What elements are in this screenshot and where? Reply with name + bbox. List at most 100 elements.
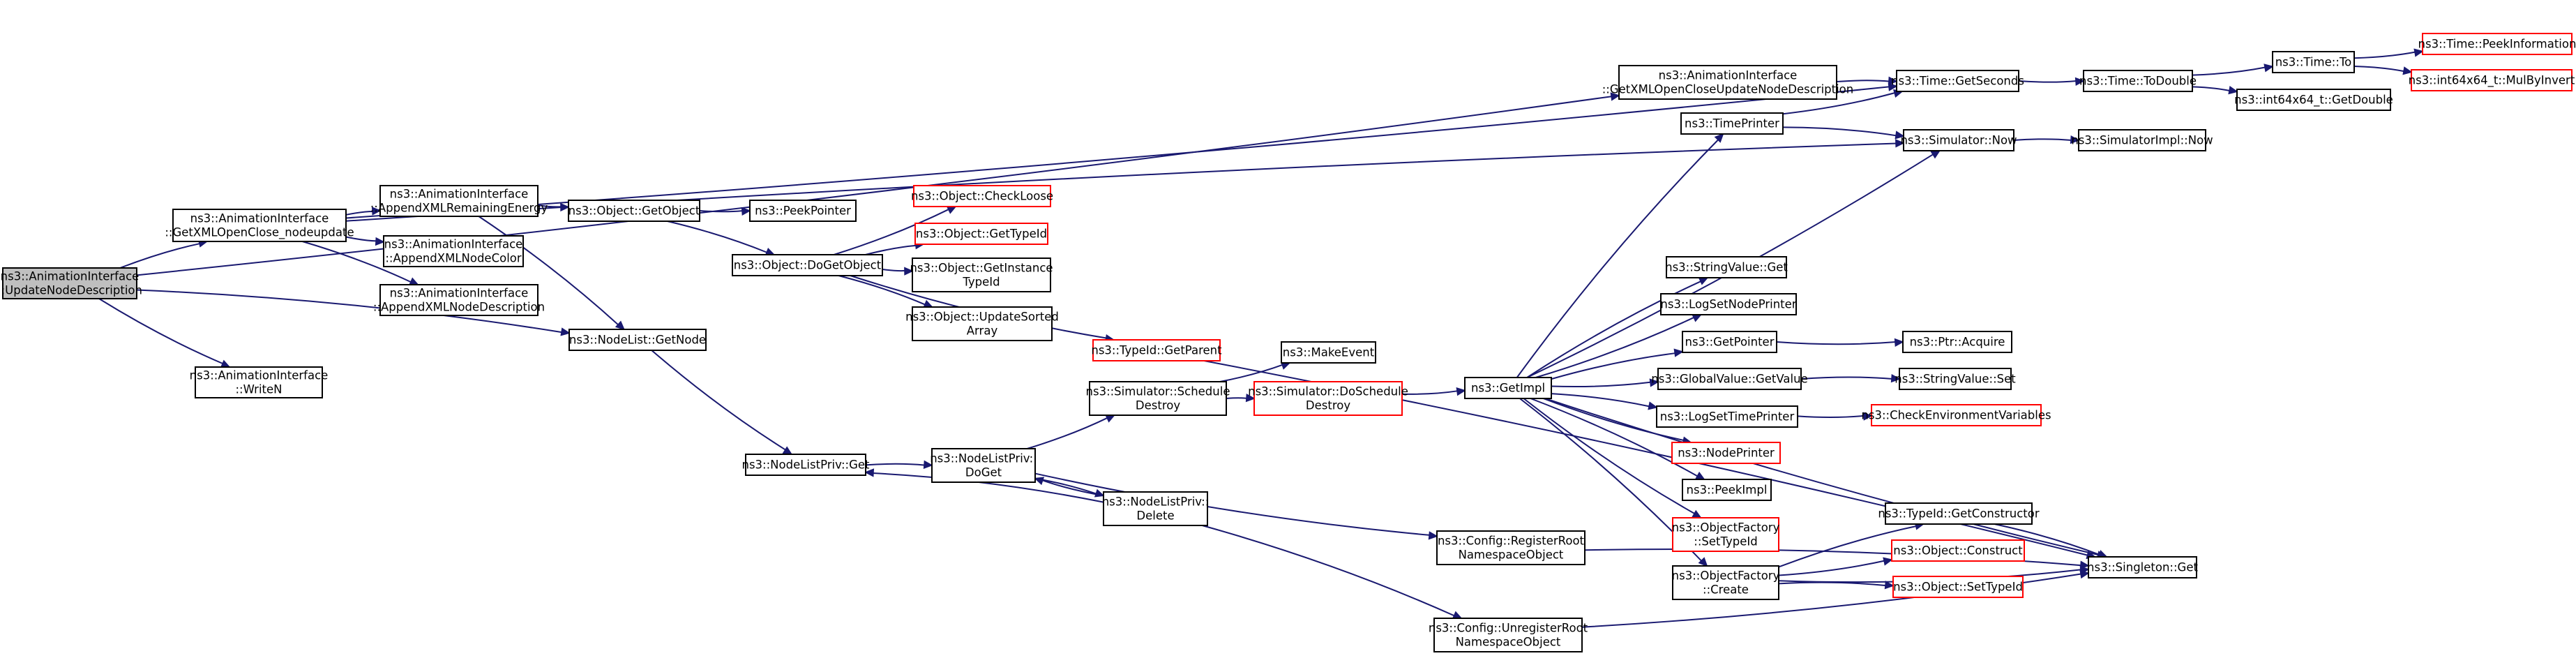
node-nodelistget[interactable]: ns3::NodeList::GetNode [568, 329, 707, 351]
node-label-appcolor-0: ns3::AnimationInterface [384, 238, 523, 251]
arrowhead-timeprinter-to-simnow [1895, 130, 1905, 140]
node-globalget[interactable]: ns3::GlobalValue::GetValue [1651, 368, 1808, 390]
node-int64getdouble[interactable]: ns3::int64x64_t::GetDouble [2234, 89, 2393, 111]
arrowhead-dogetobject-to-updatesorted [923, 299, 934, 308]
node-mulbyinvert[interactable]: ns3::int64x64_t::MulByInvert [2409, 69, 2575, 91]
node-nlpdoget[interactable]: ns3::NodeListPriv::DoGet [930, 448, 1037, 483]
edge-getimpl-to-nodeprinter [1543, 398, 1685, 442]
node-getxmlcloseupdate[interactable]: ns3::AnimationInterface::GetXMLOpenClose… [1602, 65, 1853, 100]
node-box-typeidparent [1092, 339, 1221, 361]
arrowhead-getpointer-to-ptracquire [1894, 338, 1904, 347]
node-simnow[interactable]: ns3::Simulator::Now [1900, 129, 2017, 151]
node-box-globalget [1657, 368, 1802, 390]
node-box-strset [1899, 368, 2012, 390]
node-label-appcolor-1: ::AppendXMLNodeColor [385, 252, 522, 265]
node-logsetnode[interactable]: ns3::LogSetNodePrinter [1660, 293, 1797, 315]
node-timeprinter[interactable]: ns3::TimePrinter [1680, 112, 1784, 135]
node-label-ptracquire-0: ns3::Ptr::Acquire [1910, 336, 2005, 349]
node-ofsettypeid[interactable]: ns3::ObjectFactory::SetTypeId [1672, 517, 1780, 552]
arrowhead-ofcreate-to-objsettypeid [1884, 581, 1895, 590]
node-box-timeto [2272, 51, 2355, 73]
node-label-getxmlcloseupdate-1: ::GetXMLOpenCloseUpdateNodeDescription [1602, 83, 1853, 96]
node-getxml[interactable]: ns3::AnimationInterface::GetXMLOpenClose… [165, 209, 354, 242]
edge-getimpl-to-logsettime [1551, 393, 1650, 408]
arrowhead-getobject-to-peekpointer [741, 207, 751, 216]
node-box-todouble [2083, 70, 2193, 92]
edge-schedule-to-makeevent [1219, 364, 1283, 382]
node-objsettypeid[interactable]: ns3::Object::SetTypeId [1892, 576, 2024, 598]
edge-getxml-to-appcolor [345, 236, 377, 242]
node-label-nlpdelete-0: ns3::NodeListPriv:: [1102, 495, 1210, 509]
node-timeto[interactable]: ns3::Time::To [2272, 51, 2355, 73]
node-label-getimpl-0: ns3::GetImpl [1471, 382, 1545, 395]
arrowhead-appremaining-to-nodelistget [615, 320, 626, 331]
node-root[interactable]: ns3::AnimationInterface::UpdateNodeDescr… [0, 267, 142, 299]
arrowhead-dogetobject-to-checkloose [946, 206, 957, 214]
edge-nlpdelete-to-nlpdoget [1041, 479, 1104, 497]
arrowhead-nlpdoget-to-schedule [1105, 415, 1116, 423]
node-label-nlpdoget-0: ns3::NodeListPriv:: [930, 452, 1037, 465]
node-ofcreate[interactable]: ns3::ObjectFactory::Create [1672, 565, 1780, 600]
node-todouble[interactable]: ns3::Time::ToDouble [2079, 70, 2197, 92]
node-nlpget[interactable]: ns3::NodeListPriv::Get [742, 454, 871, 476]
node-objgettypeid[interactable]: ns3::Object::GetTypeId [914, 223, 1048, 245]
node-label-getxmlcloseupdate-0: ns3::AnimationInterface [1659, 69, 1798, 82]
edge-simnow-to-simimplnow [2013, 138, 2072, 141]
node-cfgunregister[interactable]: ns3::Config::UnregisterRootNamespaceObje… [1429, 618, 1588, 652]
node-typeidgetctor[interactable]: ns3::TypeId::GetConstructor [1878, 502, 2040, 525]
node-getimpl[interactable]: ns3::GetImpl [1464, 377, 1552, 399]
node-appremaining[interactable]: ns3::AnimationInterface::AppendXMLRemain… [370, 185, 548, 217]
arrowhead-ofcreate-to-singletonget [2079, 565, 2090, 575]
node-nodeprinter[interactable]: ns3::NodePrinter [1671, 442, 1781, 464]
node-strget[interactable]: ns3::StringValue::Get [1665, 256, 1788, 278]
node-label-appremaining-1: ::AppendXMLRemainingEnergy [370, 202, 548, 215]
edge-ofcreate-to-objconstruct [1778, 560, 1885, 576]
node-simimplnow[interactable]: ns3::SimulatorImpl::Now [2071, 129, 2213, 151]
node-label-doschedule-1: Destroy [1306, 399, 1350, 412]
arrowhead-schedule-to-doschedule [1245, 394, 1256, 403]
node-checkloose[interactable]: ns3::Object::CheckLoose [911, 185, 1053, 207]
node-getseconds[interactable]: ns3::Time::GetSeconds [1891, 70, 2024, 92]
node-peekimpl[interactable]: ns3::PeekImpl [1682, 479, 1772, 501]
node-getobject[interactable]: ns3::Object::GetObject [568, 200, 700, 222]
node-label-checkloose-0: ns3::Object::CheckLoose [911, 190, 1053, 203]
edge-dogetobject-to-checkloose [834, 208, 950, 255]
edge-timeprinter-to-simnow [1782, 126, 1897, 137]
node-checkenv[interactable]: ns3::CheckEnvironmentVariables [1861, 404, 2051, 426]
node-box-objsettypeid [1892, 576, 2024, 598]
node-singletonget[interactable]: ns3::Singleton::Get [2087, 556, 2198, 578]
arrowhead-dogetobject-to-getinstance [904, 267, 914, 276]
edge-dogetobject-to-updatesorted [838, 275, 926, 306]
node-makeevent[interactable]: ns3::MakeEvent [1281, 341, 1376, 364]
node-box-timeprinter [1680, 112, 1784, 135]
node-dogetobject[interactable]: ns3::Object::DoGetObject [732, 254, 883, 276]
edge-getimpl-to-peekimpl [1530, 398, 1698, 477]
node-appdesc[interactable]: ns3::AnimationInterface::AppendXMLNodeDe… [373, 284, 545, 316]
arrowhead-root-to-getxmlcloseupdate [1610, 92, 1620, 101]
node-objconstruct[interactable]: ns3::Object::Construct [1891, 539, 2025, 562]
node-strset[interactable]: ns3::StringValue::Set [1895, 368, 2016, 390]
node-writen[interactable]: ns3::AnimationInterface::WriteN [190, 366, 329, 398]
node-label-checkenv-0: ns3::CheckEnvironmentVariables [1861, 409, 2051, 422]
arrowhead-simnow-to-simimplnow [2070, 135, 2080, 144]
node-box-nodelistget [568, 329, 707, 351]
node-peekpointer[interactable]: ns3::PeekPointer [749, 200, 857, 222]
node-nlpdelete[interactable]: ns3::NodeListPriv::Delete [1102, 491, 1210, 526]
edge-todouble-to-int64getdouble [2192, 86, 2231, 92]
node-logsettime[interactable]: ns3::LogSetTimePrinter [1656, 405, 1798, 428]
arrowhead-getimpl-to-peekimpl [1695, 471, 1705, 480]
node-appcolor[interactable]: ns3::AnimationInterface::AppendXMLNodeCo… [383, 235, 524, 267]
node-typeidparent[interactable]: ns3::TypeId::GetParent [1091, 339, 1222, 361]
node-getpointer[interactable]: ns3::GetPointer [1682, 331, 1777, 353]
node-box-appcolor [383, 235, 524, 267]
node-label-ofcreate-0: ns3::ObjectFactory [1672, 569, 1780, 583]
node-peekinfo[interactable]: ns3::Time::PeekInformation [2418, 33, 2576, 55]
arrowhead-logsettime-to-checkenv [1862, 412, 1873, 421]
node-ptracquire[interactable]: ns3::Ptr::Acquire [1902, 331, 2012, 353]
edge-getxml-to-appdesc [302, 241, 412, 283]
